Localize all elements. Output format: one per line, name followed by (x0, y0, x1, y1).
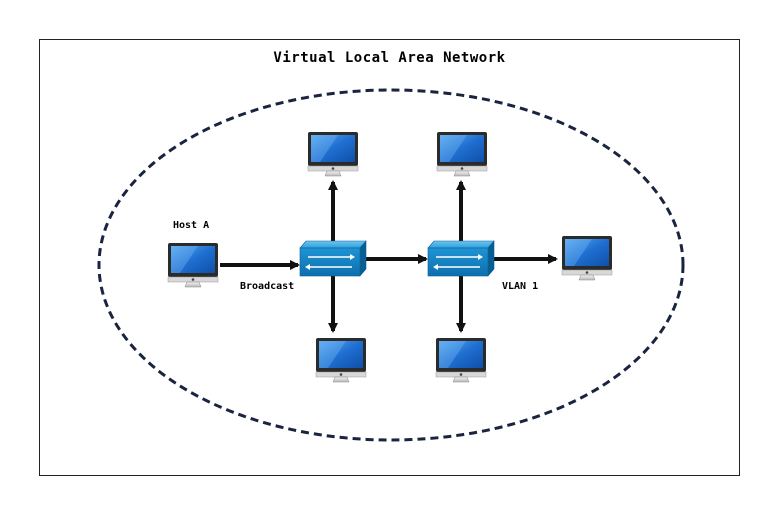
links (220, 180, 558, 333)
diagram-frame (39, 39, 740, 476)
switch-1-icon (299, 240, 367, 277)
broadcast-label: Broadcast (240, 281, 295, 292)
pc-top-right-computer-icon (436, 131, 488, 177)
pc-top-left-computer-icon (307, 131, 359, 177)
pc-bottom-left-computer-icon (315, 337, 367, 383)
vlan-boundary (97, 88, 685, 442)
pc-bottom-right-computer-icon (435, 337, 487, 383)
vlan-label: VLAN 1 (502, 281, 539, 292)
host-a-computer-icon (167, 242, 219, 288)
pc-right-computer-icon (561, 235, 613, 281)
diagram-title: Virtual Local Area Network (273, 50, 506, 66)
switch-2-icon (427, 240, 495, 277)
host-a-label: Host A (173, 220, 210, 231)
